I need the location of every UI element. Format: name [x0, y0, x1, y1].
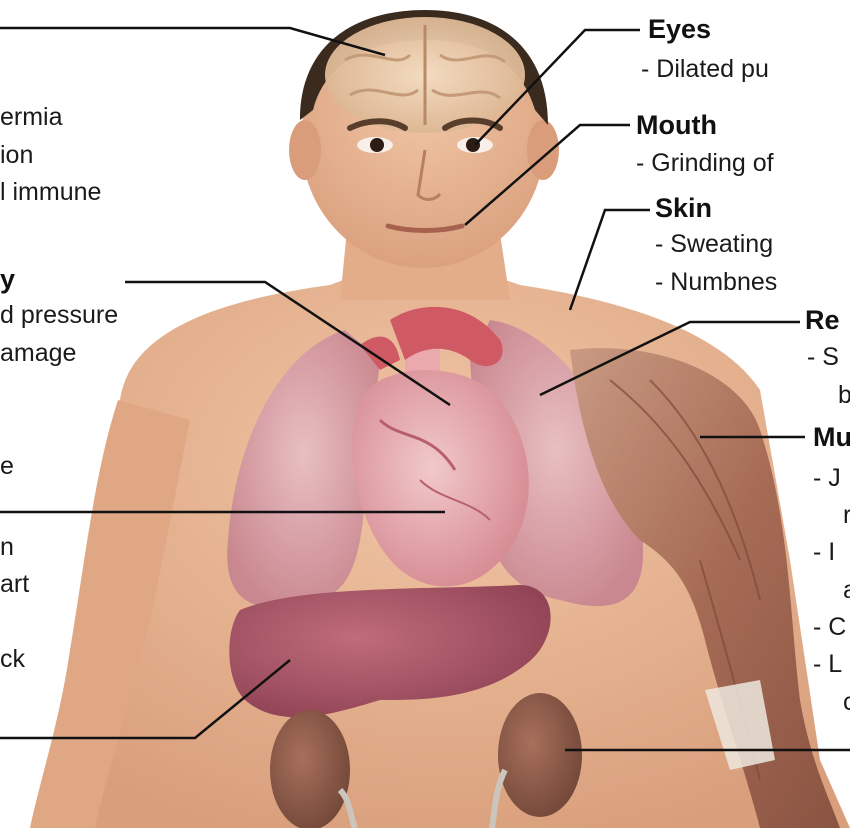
eyes-heading: Eyes [648, 16, 711, 43]
skin-heading: Skin [655, 195, 712, 222]
left-dehydration: ion [0, 143, 33, 168]
left-line-n: n [0, 535, 14, 560]
muscles-item-2-cont: a [843, 578, 850, 603]
muscles-item-1-cont: r [843, 503, 850, 528]
mouth-item: - Grinding of [636, 151, 774, 176]
eyes-item: - Dilated pu [641, 57, 769, 82]
left-immune: l immune [0, 180, 101, 205]
left-line-ck: ck [0, 647, 25, 672]
left-hypothermia: ermia [0, 105, 63, 130]
muscles-item-2: - I [813, 540, 835, 565]
muscles-item-4: - L [813, 652, 842, 677]
muscles-item-3: - C [813, 615, 846, 640]
left-line-e: e [0, 454, 14, 479]
respiratory-heading: Re [805, 307, 840, 334]
head [289, 10, 559, 268]
skin-item-numbness: - Numbnes [655, 270, 777, 295]
mouth-heading: Mouth [636, 112, 717, 139]
skin-item-sweating: - Sweating [655, 232, 773, 257]
muscles-heading: Mu [813, 424, 850, 451]
left-line-art: art [0, 572, 29, 597]
muscles-item-4-cont: c [843, 690, 850, 715]
respiratory-item-1-cont: b [838, 383, 850, 408]
leader-skin [570, 210, 650, 310]
circulatory-heading: y [0, 266, 15, 293]
left-damage: amage [0, 341, 76, 366]
muscles-item-1: - J [813, 466, 841, 491]
respiratory-item-1: - S [807, 345, 839, 370]
left-blood-pressure: d pressure [0, 303, 118, 328]
